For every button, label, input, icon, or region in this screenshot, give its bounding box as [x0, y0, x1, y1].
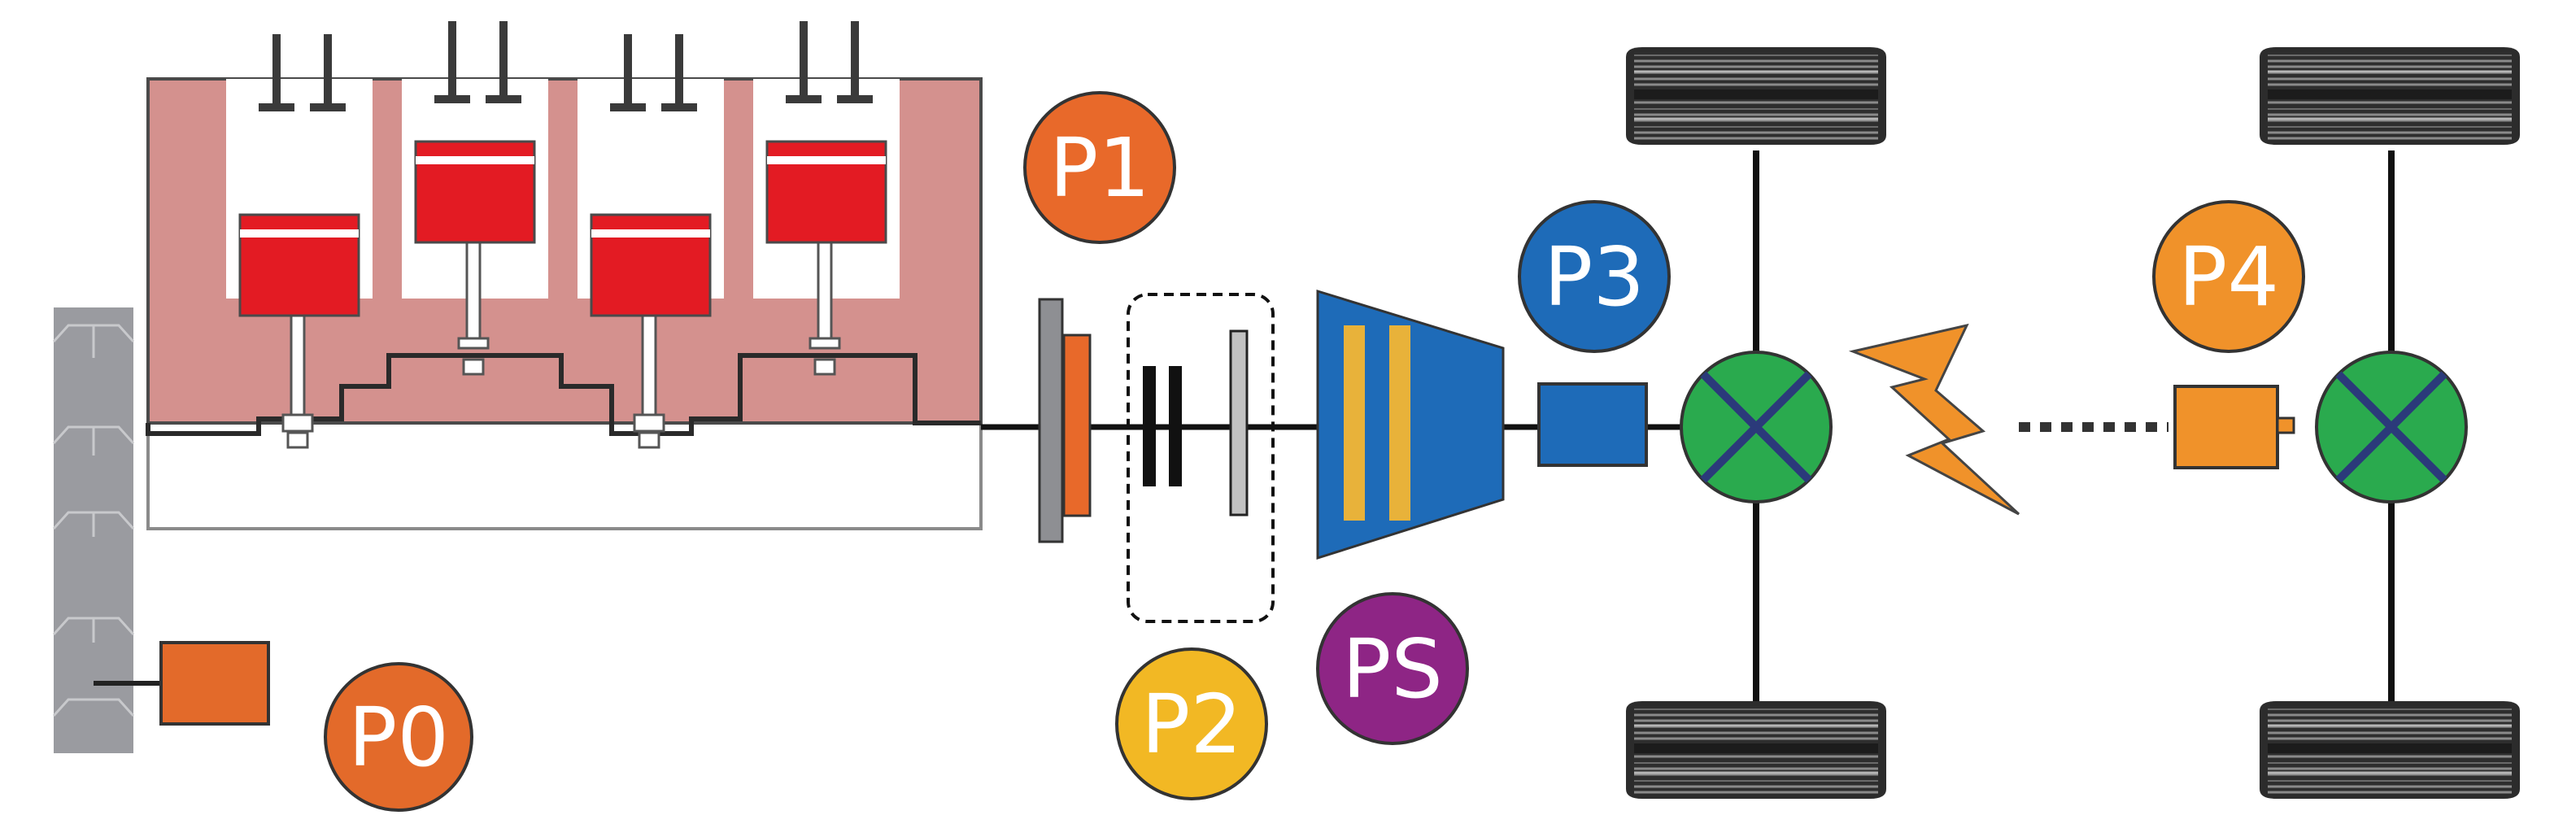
- crankshaft: [146, 353, 981, 436]
- flywheel: [1038, 298, 1064, 543]
- p4-label: P4: [2178, 229, 2279, 325]
- tire-icon: [2258, 46, 2522, 146]
- p1-badge: [1023, 91, 1176, 244]
- p2-motor-disc: [1229, 329, 1249, 517]
- p2-label: P2: [1141, 677, 1242, 772]
- transmission-gear: [1389, 325, 1410, 521]
- p1-label: P1: [1049, 120, 1150, 216]
- belt-pulley: [52, 307, 135, 753]
- p4-motor: [2173, 385, 2279, 469]
- crankcase-outline: [146, 421, 983, 530]
- p1-motor: [1062, 333, 1092, 517]
- transmission-gear: [1344, 325, 1365, 521]
- tire-icon: [1624, 46, 1888, 146]
- clutch-disc: [1143, 366, 1156, 486]
- p4-shaft-stub: [2276, 416, 2295, 434]
- p0-badge: [324, 662, 473, 812]
- ps-badge: [1316, 592, 1469, 745]
- clutch-disc: [1169, 366, 1182, 486]
- pistons: [238, 140, 887, 317]
- p3-badge: [1518, 200, 1671, 353]
- tire-icon: [2258, 700, 2522, 800]
- p0-motor: [159, 641, 270, 726]
- valves: [259, 21, 873, 111]
- ps-label: PS: [1342, 621, 1443, 717]
- p3-label: P3: [1544, 229, 1645, 325]
- differential-icon: [2315, 351, 2468, 504]
- p4-badge: [2152, 200, 2305, 353]
- lightning-icon: [1848, 323, 2020, 516]
- p3-motor: [1537, 382, 1648, 467]
- connecting-rods: [281, 241, 841, 449]
- differential-icon: [1680, 351, 1833, 504]
- engine: [146, 21, 983, 530]
- tire-icon: [1624, 700, 1888, 800]
- p2-zone: [1127, 293, 1275, 623]
- p2-badge: [1115, 647, 1268, 800]
- p0-label: P0: [348, 690, 449, 785]
